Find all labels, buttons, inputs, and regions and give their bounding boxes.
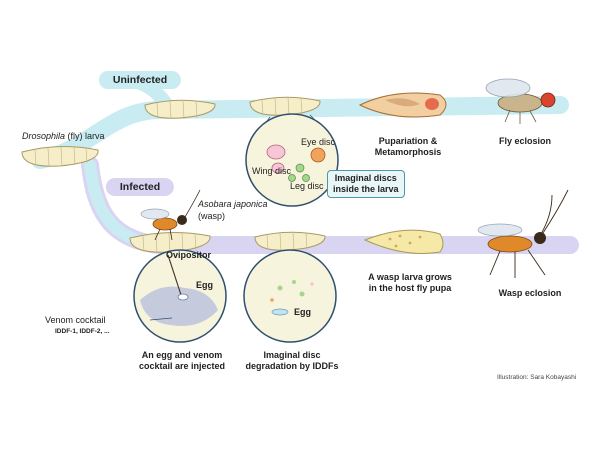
larva-uninfected-2 (249, 96, 321, 117)
eye-disc-label: Eye disc (301, 137, 336, 147)
wing-disc-shape (266, 144, 286, 160)
degradation-line2: degradation by IDDFs (245, 361, 339, 371)
eye-disc-shape (310, 147, 326, 163)
larva-infected-2 (254, 231, 326, 252)
imaginal-discs-box: Imaginal discs inside the larva (327, 170, 405, 198)
larva-start (21, 145, 99, 167)
larva-infected-1 (129, 231, 211, 254)
pupa-wasp (363, 229, 444, 254)
ovipositor-shape (167, 254, 183, 299)
ovipositor-label: Ovipositor (166, 250, 212, 260)
wasp-grows-caption: A wasp larva grows in the host fly pupa (368, 272, 452, 294)
larva-uninfected-1 (144, 99, 216, 120)
injected-line2: cocktail are injected (138, 361, 226, 371)
drosophila-rest: (fly) larva (65, 131, 105, 141)
imaginal-discs-line1: Imaginal discs (334, 173, 397, 183)
circle-imaginal-discs (245, 113, 339, 207)
venom-cocktail-label: Venom cocktail (45, 315, 106, 325)
fly-adult (485, 78, 556, 124)
pupariation-line2: Metamorphosis (374, 147, 442, 157)
wasp-label: (wasp) (198, 211, 226, 221)
fly-eclosion-label: Fly eclosion (498, 136, 552, 146)
circle-degradation (243, 249, 337, 343)
circle-egg-injection (133, 249, 227, 343)
wasp-grows-line1: A wasp larva grows (368, 272, 452, 282)
degradation-line1: Imaginal disc (263, 350, 321, 360)
egg-right-label: Egg (294, 307, 311, 317)
uninfected-pill: Uninfected (98, 71, 182, 89)
wasp-adult (477, 189, 569, 278)
injected-caption: An egg and venom cocktail are injected (139, 350, 225, 372)
pupa-fly (358, 92, 447, 118)
injected-line1: An egg and venom (141, 350, 223, 360)
iddf-list-label: IDDF-1, IDDF-2, ... (55, 328, 110, 335)
degradation-caption: Imaginal disc degradation by IDDFs (245, 350, 338, 372)
imaginal-discs-line2: inside the larva (333, 184, 399, 194)
asobara-label: Asobara japonica (198, 199, 268, 209)
leg-disc-shape (295, 163, 305, 173)
wasp-grows-line2: in the host fly pupa (368, 283, 452, 293)
infected-pill: Infected (105, 178, 175, 196)
wing-disc-label: Wing disc (252, 166, 292, 176)
pupariation-line1: Pupariation & (378, 136, 438, 146)
wasp-eclosion-label: Wasp eclosion (498, 288, 562, 298)
wasp-ovipositing (140, 189, 201, 241)
egg-left-label: Egg (196, 280, 213, 290)
illustration-credit: Illustration: Sara Kobayashi (497, 374, 577, 381)
drosophila-genus: Drosophila (22, 131, 66, 141)
leg-disc-label: Leg disc (290, 181, 324, 191)
pupariation-label: Pupariation & Metamorphosis (375, 136, 442, 158)
drosophila-larva-label: Drosophila (fly) larva (22, 131, 105, 142)
